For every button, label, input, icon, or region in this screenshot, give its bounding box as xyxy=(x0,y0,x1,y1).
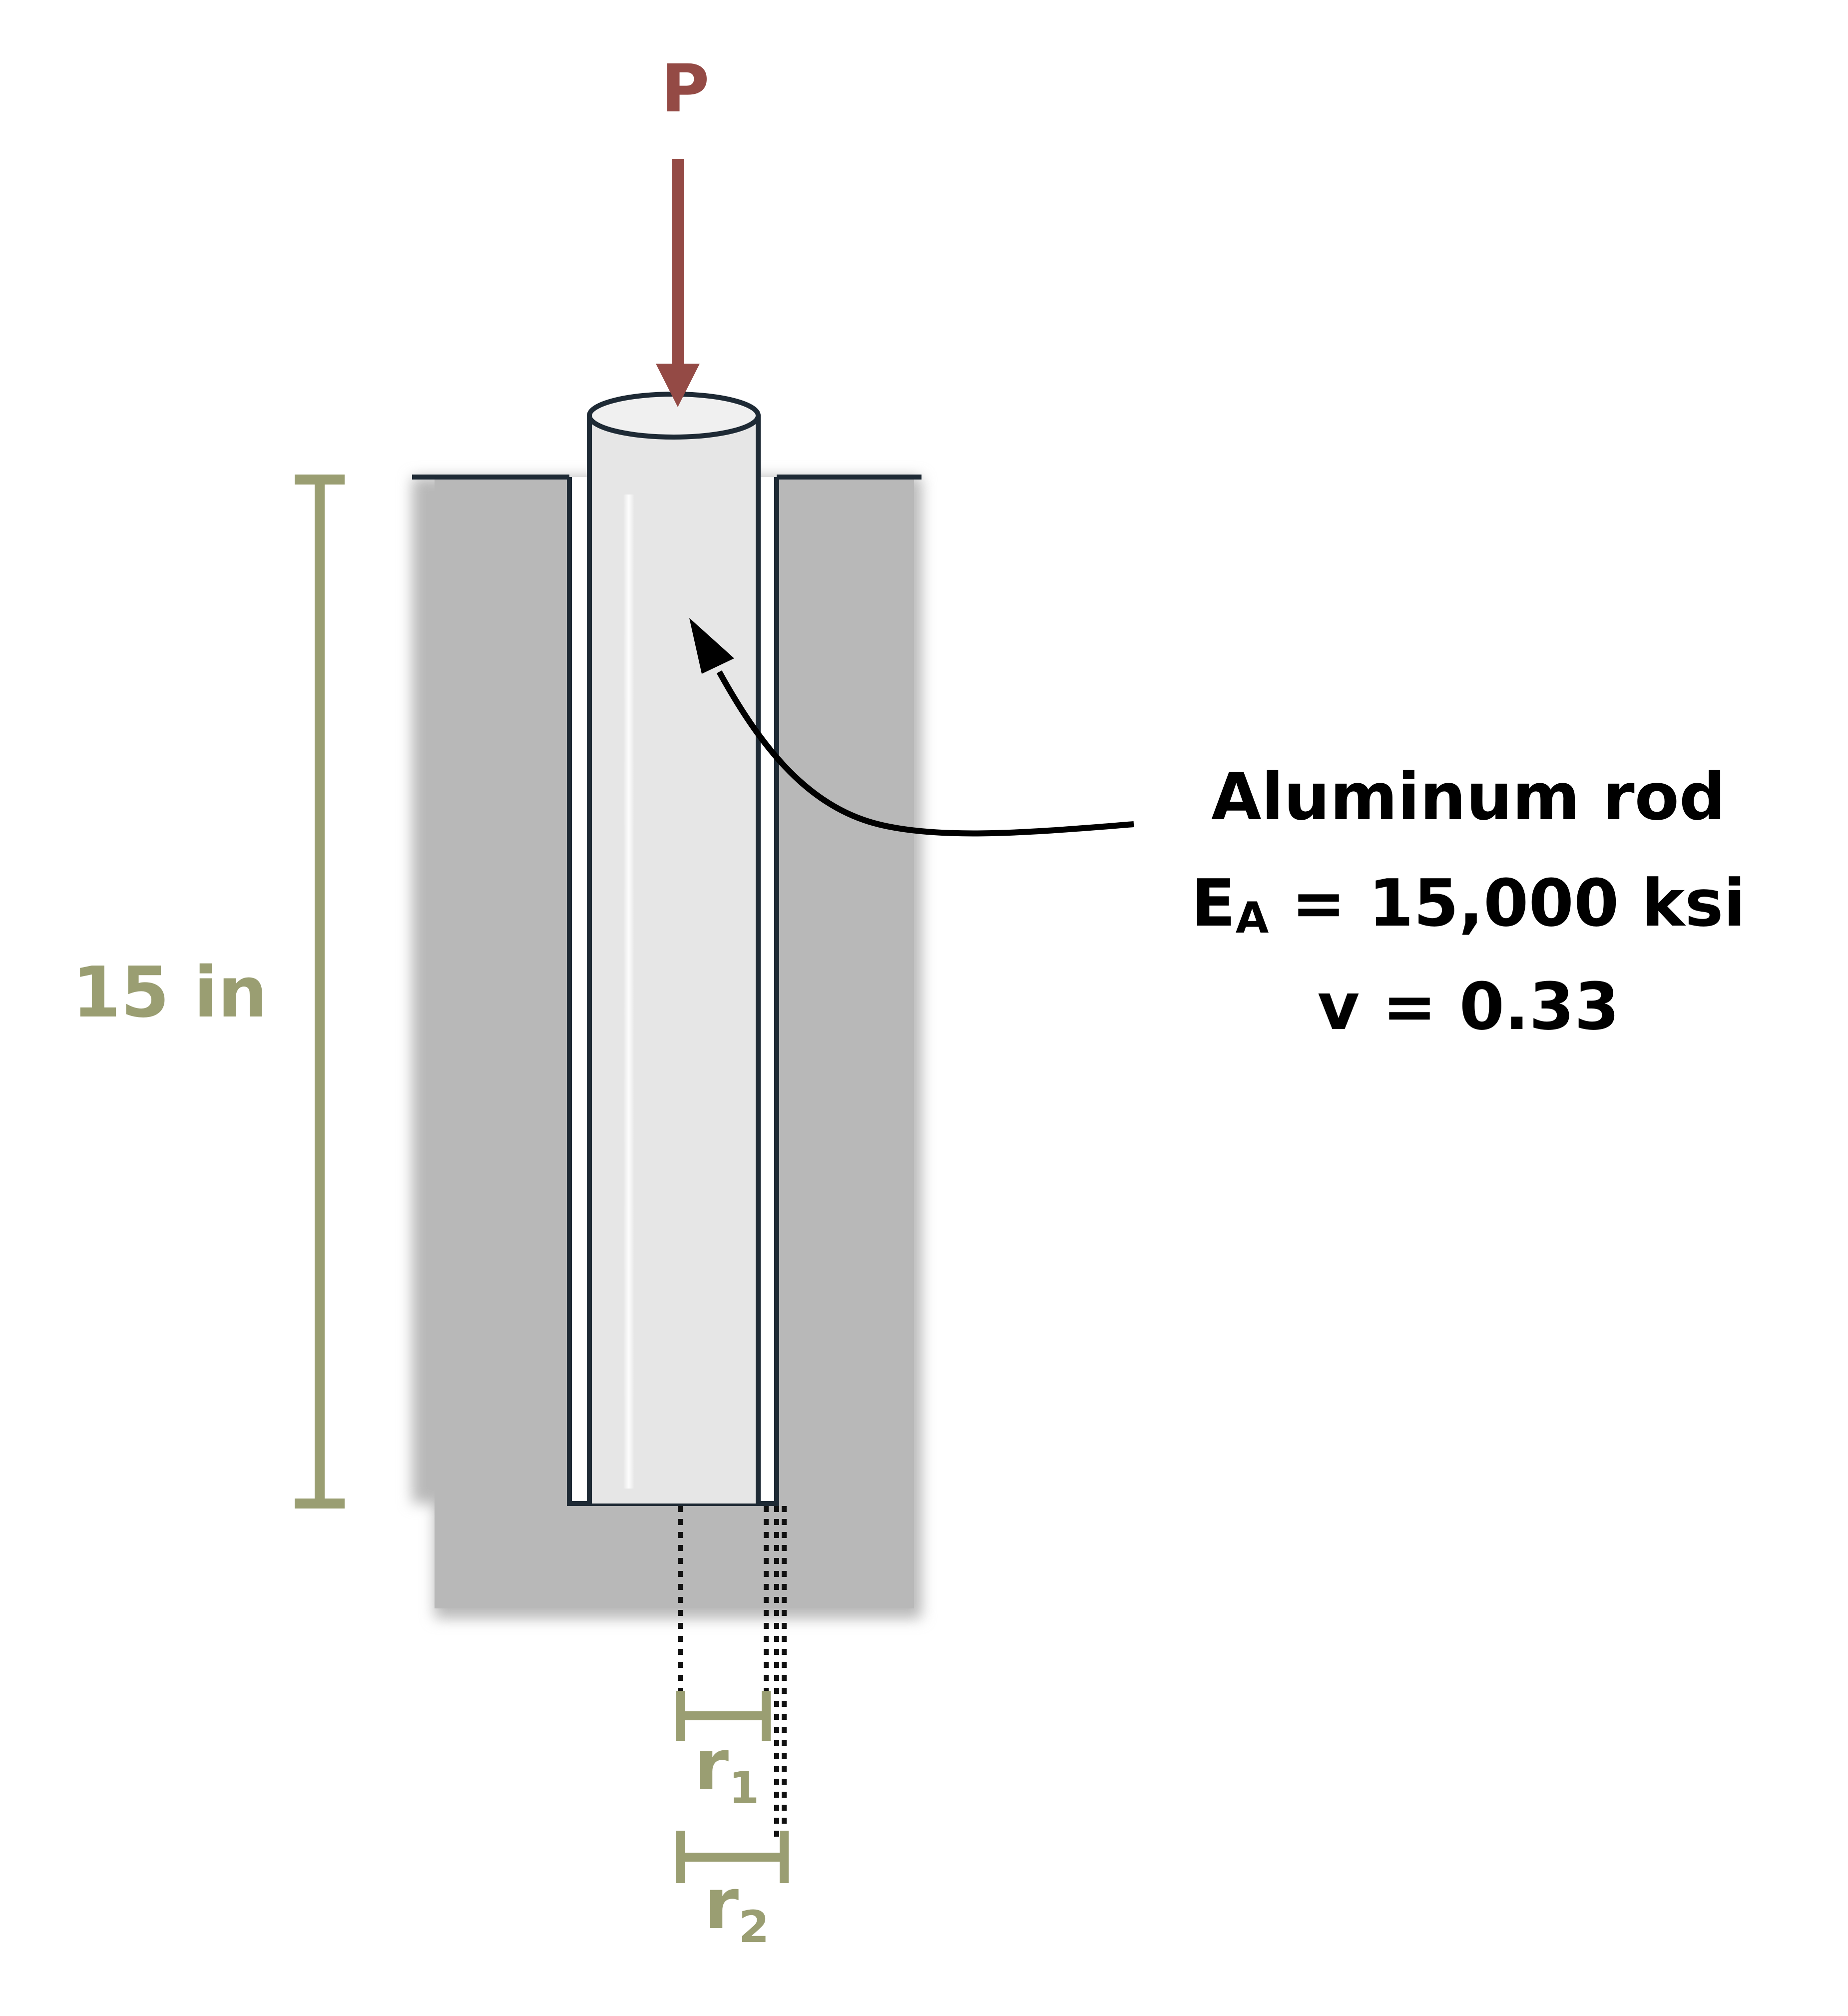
rod-name: Aluminum rod xyxy=(1211,759,1726,835)
callout-arrow xyxy=(689,618,1134,837)
r2-dimension xyxy=(676,1831,789,1883)
load-label: P xyxy=(661,50,710,127)
r2-label: r2 xyxy=(704,1864,769,1953)
r1-dimension xyxy=(676,1691,771,1741)
length-dimension xyxy=(295,475,345,1509)
aluminum-rod xyxy=(587,392,761,1504)
rod-modulus: EA = 15,000 ksi xyxy=(1191,865,1746,943)
load-arrow xyxy=(656,159,700,407)
r1-label: r1 xyxy=(694,1725,759,1814)
rod-properties: Aluminum rod EA = 15,000 ksi v = 0.33 xyxy=(1191,759,1746,1044)
radius-extension-lines xyxy=(678,1506,787,1843)
rod-poisson: v = 0.33 xyxy=(1318,969,1620,1044)
length-label: 15 in xyxy=(72,952,267,1033)
